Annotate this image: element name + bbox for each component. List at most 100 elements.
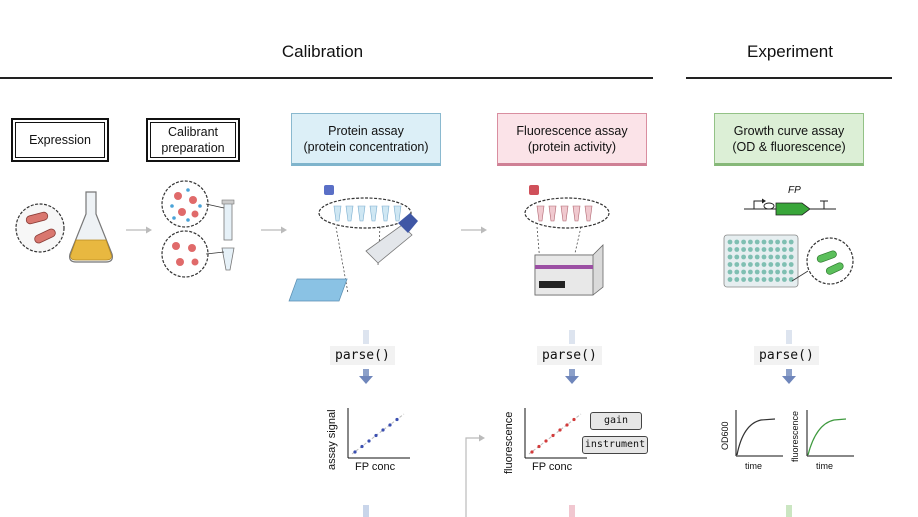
well-icon <box>754 247 760 252</box>
section-rule-experiment <box>686 77 892 79</box>
protein-mix-icon <box>161 180 209 228</box>
instrument-tag: instrument <box>582 436 648 454</box>
data-point <box>537 444 541 449</box>
data-point <box>360 444 364 449</box>
step-box-fluorescence-assay: Fluorescence assay (protein activity) <box>497 113 647 166</box>
ecoli-cell-icon <box>825 262 844 275</box>
well-icon <box>748 262 753 267</box>
data-point <box>381 428 385 432</box>
purified-protein-icon <box>161 230 209 278</box>
well-icon <box>775 277 780 282</box>
od600-curve <box>736 418 776 456</box>
well-icon <box>741 247 746 252</box>
tube-icon <box>223 201 233 241</box>
data-point <box>544 439 548 443</box>
arrow-down-icon <box>786 330 792 344</box>
data-point <box>551 433 555 438</box>
well-icon <box>734 269 740 275</box>
well-icon <box>727 254 733 260</box>
well-icon <box>775 269 780 275</box>
well-icon <box>788 269 794 275</box>
data-point <box>530 450 534 454</box>
well-icon <box>741 239 746 245</box>
construct-label: FP <box>788 185 801 196</box>
expression-illustration <box>15 191 113 263</box>
od600-plot <box>735 410 783 457</box>
well-icon <box>754 262 760 267</box>
fluorescence-plot-ylabel: fluorescence <box>503 411 515 474</box>
growth-fluorescence-plot-ylabel: fluorescence <box>790 410 800 462</box>
step-box-growth-curve-assay: Growth curve assay (OD & fluorescence) <box>714 113 864 166</box>
well-icon <box>754 269 760 275</box>
ecoli-cell-icon <box>25 211 49 225</box>
protein-icon <box>529 185 539 195</box>
section-rule-calibration <box>0 77 653 79</box>
step-box-expression: Expression <box>11 118 109 162</box>
well-icon <box>768 239 774 245</box>
well-icon <box>761 239 767 245</box>
well-icon <box>761 247 767 252</box>
growth-assay-illustration: FP <box>723 185 854 288</box>
arrow-icon <box>461 226 487 234</box>
tube-row-icon <box>333 205 402 222</box>
well-icon <box>761 262 767 267</box>
well-icon <box>734 262 740 267</box>
step-box-calibrant-preparation: Calibrant preparation <box>146 118 240 162</box>
protein-icon <box>324 185 334 195</box>
well-icon <box>734 277 740 282</box>
well-icon <box>788 277 794 282</box>
well-icon <box>748 247 753 252</box>
well-icon <box>734 239 740 245</box>
data-point <box>388 423 392 427</box>
data-point <box>353 450 357 454</box>
plate-icon <box>288 278 348 302</box>
arrow-icon <box>261 226 287 234</box>
well-icon <box>761 254 767 260</box>
continuation-line <box>786 505 792 517</box>
fluorescence-plot-xlabel: FP conc <box>532 461 573 473</box>
tube-row-icon <box>536 205 593 222</box>
well-icon <box>775 262 780 267</box>
well-icon <box>761 269 767 275</box>
well-icon <box>754 254 760 260</box>
well-icon <box>782 239 787 245</box>
pipette-icon <box>365 224 413 264</box>
arrow-down-icon <box>569 330 575 344</box>
well-icon <box>775 254 780 260</box>
growth-fluorescence-plot-xlabel: time <box>816 461 834 471</box>
data-point <box>565 423 569 427</box>
well-icon <box>768 247 774 252</box>
well-icon <box>734 247 740 252</box>
section-title-calibration: Calibration <box>281 42 364 61</box>
well-icon <box>741 262 746 267</box>
well-icon <box>782 277 787 282</box>
cell-magnifier-icon <box>15 203 65 253</box>
od600-plot-xlabel: time <box>745 461 763 471</box>
well-icon <box>768 269 774 275</box>
data-point <box>395 417 399 422</box>
continuation-line <box>363 505 369 517</box>
fluorescence-assay-illustration <box>524 185 610 296</box>
ecoli-cell-icon <box>816 250 837 263</box>
parse-label-protein: parse() <box>330 346 395 365</box>
fluorescence-calibration-plot <box>524 408 587 459</box>
well-icon <box>741 277 746 282</box>
well-icon <box>768 262 774 267</box>
protein-assay-illustration <box>288 185 418 302</box>
protein-plot-ylabel: assay signal <box>326 409 338 470</box>
growth-fluorescence-plot <box>806 410 854 457</box>
well-icon <box>748 269 753 275</box>
well-icon <box>727 262 733 267</box>
well-icon <box>754 239 760 245</box>
well-icon <box>727 277 733 282</box>
section-title-experiment: Experiment <box>747 42 833 61</box>
od600-plot-ylabel: OD600 <box>720 421 730 450</box>
well-icon <box>748 239 753 245</box>
well-icon <box>734 254 740 260</box>
well-icon <box>741 269 746 275</box>
well-icon <box>741 254 746 260</box>
parse-label-fluorescence: parse() <box>537 346 602 365</box>
ecoli-cell-icon <box>34 228 56 244</box>
well-icon <box>748 254 753 260</box>
well-icon <box>782 254 787 260</box>
